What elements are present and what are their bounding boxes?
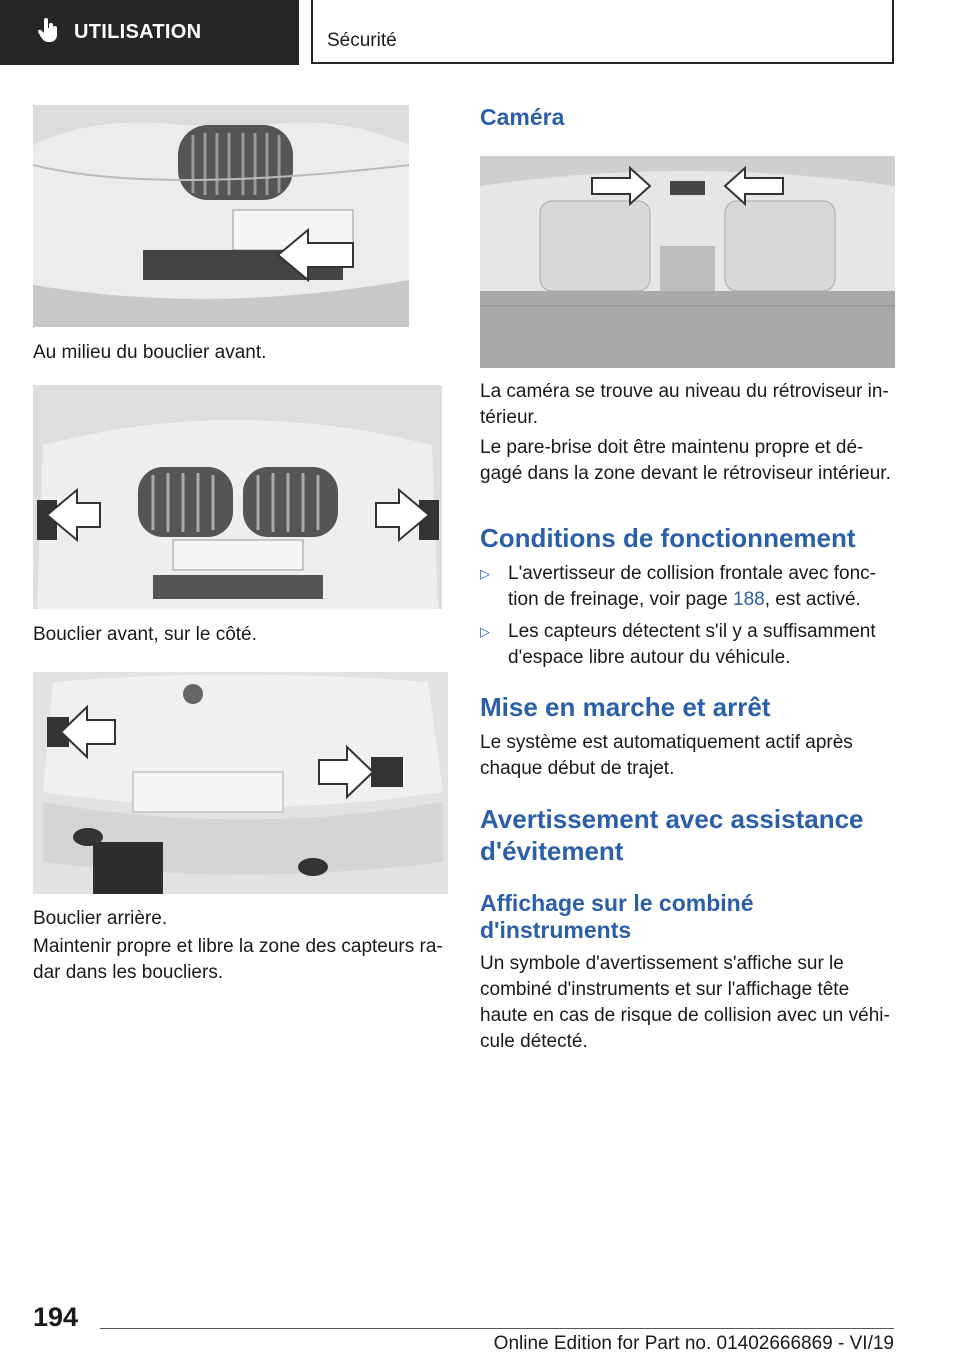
bullet-triangle-icon: ▷ <box>480 624 490 639</box>
chapter-tab[interactable]: UTILISATION <box>0 0 299 65</box>
figure-rear-bumper <box>33 672 448 894</box>
figure-front-bumper-middle <box>33 105 409 327</box>
onoff-heading: Mise en marche et arrêt <box>480 692 771 722</box>
bullet-2-text: Les capteurs détectent s'il y a suffisam… <box>508 621 876 668</box>
camera-para-1: La caméra se trouve au niveau du rétrovi… <box>480 381 889 428</box>
bullet-1-text-end: , est activé. <box>764 589 861 610</box>
page-number: 194 <box>33 1302 79 1332</box>
footer-edition: Online Edition for Part no. 01402666869 … <box>493 1333 894 1354</box>
onoff-para: Le système est automatiquement actif apr… <box>480 732 853 779</box>
bullet-triangle-icon: ▷ <box>480 566 490 581</box>
chapter-label: UTILISATION <box>74 21 202 43</box>
conditions-heading: Conditions de fonctionnement <box>480 523 856 553</box>
section-header: Sécurité <box>311 0 894 64</box>
figure-front-bumper-side <box>33 385 442 609</box>
display-para: Un symbole d'avertissement s'affiche sur… <box>480 953 890 1052</box>
caption-rear: Bouclier arrière. <box>33 908 168 929</box>
bullet-item-2: ▷ Les capteurs détectent s'il y a suffis… <box>480 619 895 671</box>
bullet-1-text: L'avertisseur de collision frontale avec… <box>508 563 876 610</box>
section-label: Sécurité <box>327 30 397 51</box>
camera-heading: Caméra <box>480 104 565 130</box>
caption-front-middle: Au milieu du bouclier avant. <box>33 342 267 363</box>
bullet-item-1: ▷ L'avertisseur de collision frontale av… <box>480 561 895 613</box>
hand-pointer-icon <box>37 18 60 47</box>
para-keep-clean: Maintenir propre et libre la zone des ca… <box>33 936 443 983</box>
display-heading: Affichage sur le combiné d'instruments <box>480 890 754 943</box>
caption-front-side: Bouclier avant, sur le côté. <box>33 624 257 645</box>
footer-divider <box>100 1328 894 1329</box>
figure-camera-interior <box>480 156 895 368</box>
page-link-188[interactable]: 188 <box>733 589 765 610</box>
warning-heading: Avertissement avec assistance d'évitemen… <box>480 804 864 866</box>
camera-para-2: Le pare-brise doit être maintenu propre … <box>480 437 891 484</box>
